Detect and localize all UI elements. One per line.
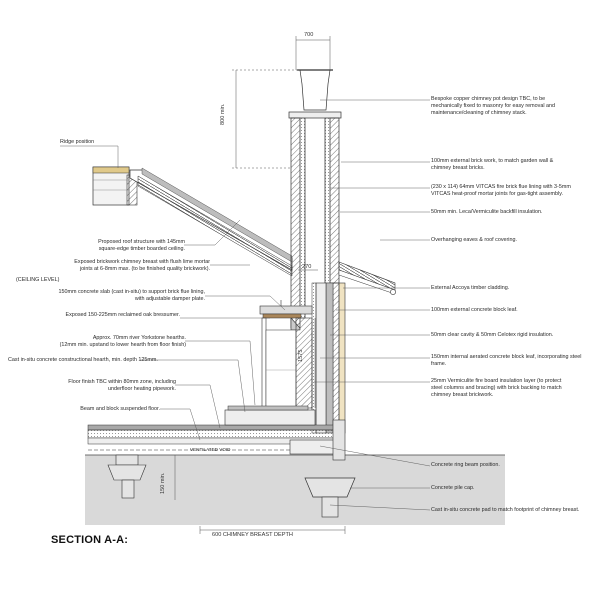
dim-hearth-height: 1575 [298,349,304,362]
section-title: SECTION A-A: [51,534,129,546]
label-ext-brick: 100mm external brick work, to match gard… [431,158,554,171]
dim-pile-depth: 150 min. [160,472,166,494]
label-pile-cap: Concrete pile cap. [431,485,475,491]
label-floor-finish: Floor finish TBC within 80mm zone, inclu… [68,379,176,392]
foundations [107,419,356,518]
label-pad: Cast in-situ concrete pad to match footp… [431,507,580,513]
label-slab: 150mm concrete slab (cast in-situ) to su… [58,289,205,302]
label-constructional-hearth: Cast in-situ concrete constructional hea… [8,357,158,363]
label-exposed-brick: Exposed brickwork chimney breast with fl… [74,259,210,272]
chimney-breast [259,300,313,410]
dim-eave-offset: 270 [302,264,312,270]
leader-lines [60,99,431,511]
label-roof: Proposed roof structure with 145mm squar… [98,239,185,252]
label-flue: (230 x 114) 64mm VITCAS fire brick flue … [431,184,571,197]
label-cladding: External Accoya timber cladding. [431,285,510,291]
label-ridge: Ridge position [60,139,95,145]
label-bressumer: Exposed 150-225mm reclaimed oak bressume… [65,312,180,318]
label-eaves: Overhanging eaves & roof covering. [431,237,518,243]
label-internal-leaf: 150mm internal aerated concrete block le… [431,354,582,367]
dim-pot-height: 800 min. [220,103,226,125]
floor-build-up [87,405,339,451]
eaves [338,261,396,295]
label-cavity: 50mm clear cavity & 50mm Celotex rigid i… [431,332,554,338]
ground [85,454,505,525]
label-hearth-stone: Approx. 70mm river Yorkstone hearths. (1… [59,335,186,348]
label-pot: Bespoke copper chimney pot design TBC, t… [431,96,556,116]
label-ceiling: (CEILING LEVEL) [16,277,60,283]
roof-structure [129,167,293,277]
dim-breast-depth: 600 CHIMNEY BREAST DEPTH [212,532,293,538]
dimension-lines [174,36,346,534]
label-backfill: 50mm min. Leca/Vermiculite backfill insu… [431,209,543,215]
label-vermiculite: 25mm Vermiculite fire board insulation l… [431,378,562,398]
label-beam-block: Beam and block suspended floor. [80,406,160,412]
dim-void: VENTILATED VOID [190,447,231,452]
dim-top-width: 700 [304,32,314,38]
label-block-leaf: 100mm external concrete block leaf. [431,307,518,313]
label-ring-beam: Concrete ring beam position. [431,462,500,468]
